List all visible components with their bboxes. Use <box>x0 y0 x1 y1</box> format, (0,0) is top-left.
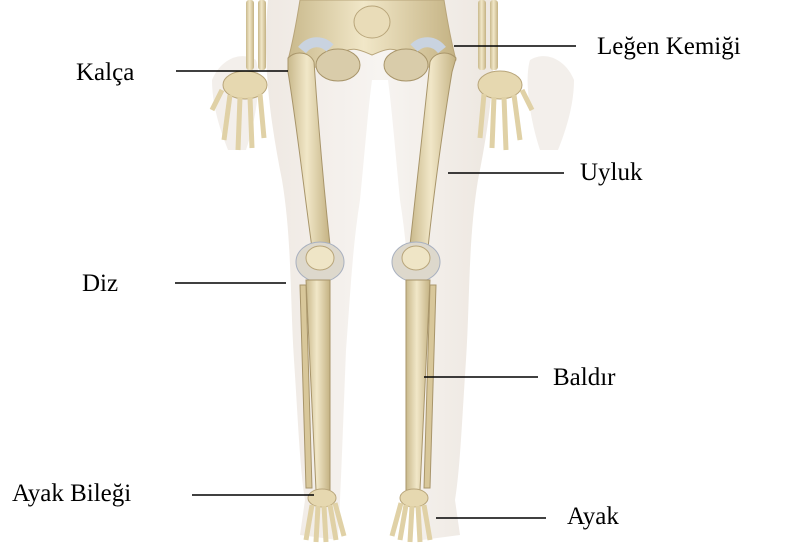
label-baldir: Baldır <box>553 363 616 393</box>
label-legen-kemigi: Leğen Kemiği <box>597 32 741 62</box>
femur-bones <box>288 53 456 248</box>
label-diz: Diz <box>82 269 118 299</box>
lower-leg-bones <box>300 280 436 490</box>
label-kalca: Kalça <box>76 58 134 88</box>
knee-joints <box>296 242 440 282</box>
label-ayak: Ayak <box>567 502 619 532</box>
label-uyluk: Uyluk <box>580 158 643 188</box>
label-ayak-bilegi: Ayak Bileği <box>12 479 131 509</box>
